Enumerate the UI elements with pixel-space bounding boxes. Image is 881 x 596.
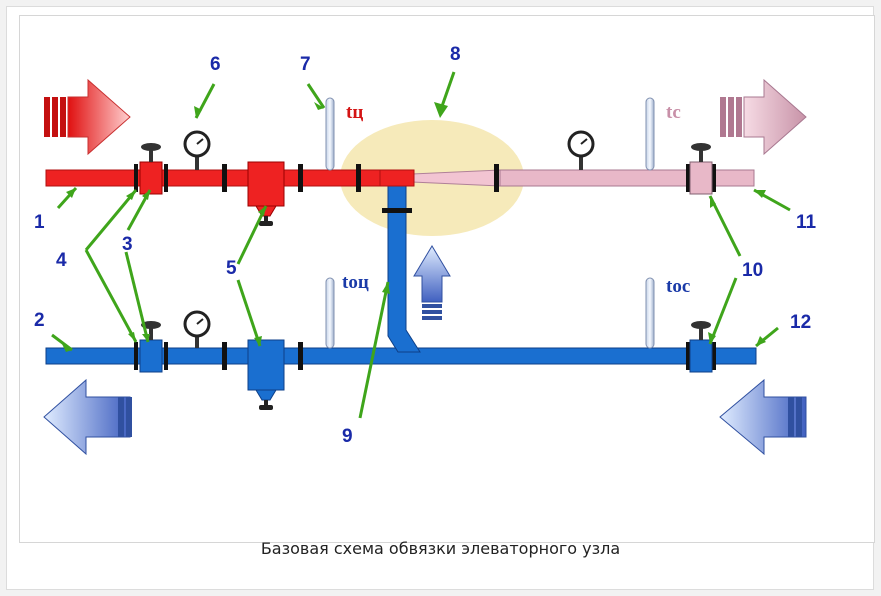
callout-6: 6 — [210, 54, 221, 75]
temp-label-return-in: tоц — [342, 272, 369, 293]
supply-thermometer-icon — [325, 97, 335, 171]
supply-outlet-arrow — [720, 78, 807, 156]
return-outlet-arrow — [43, 378, 132, 456]
callout-2: 2 — [34, 310, 45, 331]
callout-3: 3 — [122, 234, 133, 255]
mixed-thermometer-icon — [645, 97, 655, 171]
upward-flow-arrow — [413, 245, 451, 320]
callout-8: 8 — [450, 44, 461, 65]
return-flanges — [134, 342, 716, 370]
return-mud-filter — [247, 339, 285, 410]
return-pressure-gauge-icon — [183, 310, 211, 348]
supply-mud-filter — [247, 161, 285, 226]
supply-flanges — [134, 164, 716, 192]
return-inlet-valve — [689, 321, 713, 373]
return-bypass-thermometer-icon — [325, 277, 335, 349]
callout-1: 1 — [34, 212, 45, 233]
temp-label-supply-out: tс — [666, 102, 681, 123]
temp-label-return-out: tос — [666, 276, 690, 297]
supply-pressure-gauge-icon — [183, 130, 211, 170]
callout-12: 12 — [790, 312, 811, 333]
callout-11: 11 — [796, 212, 817, 233]
riser-flange — [382, 208, 412, 213]
callout-9: 9 — [342, 426, 353, 447]
temp-label-supply-in: tц — [346, 102, 363, 123]
callout-arrowheads — [62, 102, 766, 352]
return-thermometer-icon — [645, 277, 655, 349]
riser-tee — [379, 169, 415, 187]
supply-inlet-arrow — [44, 78, 131, 156]
supply-inlet-valve — [139, 143, 163, 195]
return-inlet-arrow — [719, 378, 807, 456]
callout-7: 7 — [300, 54, 311, 75]
callout-5: 5 — [226, 258, 237, 279]
supply-outlet-valve — [689, 143, 713, 195]
figure-caption: Базовая схема обвязки элеваторного узла — [260, 539, 621, 558]
mixed-pressure-gauge-icon — [567, 130, 595, 170]
return-outlet-valve — [139, 321, 163, 373]
callout-4: 4 — [56, 250, 67, 271]
callout-10: 10 — [742, 260, 763, 281]
